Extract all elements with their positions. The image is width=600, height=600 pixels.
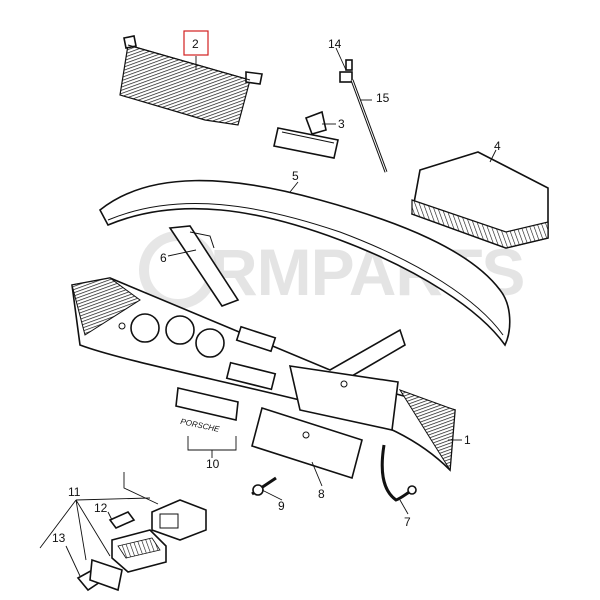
badge-text: PORSCHE [180,417,221,434]
part-8-glovebox-lid [251,406,363,480]
callout-10: 10 [206,457,220,471]
leader-lines [39,47,497,577]
callout-12: 12 [94,501,108,515]
callout-15: 15 [376,91,390,105]
part-15-rod [350,79,388,173]
highlight-box [183,30,209,56]
part-10-badge: PORSCHE [175,387,239,451]
callout-14: 14 [328,37,342,51]
callout-5: 5 [292,169,299,183]
part-4-glovebox-insert [411,151,549,249]
callout-8: 8 [318,487,325,501]
part-13-knob [76,558,123,592]
callout-6: 6 [160,251,167,265]
part-7-cable [380,444,417,502]
part-3-mirror [273,110,339,159]
part-2-sun-visor [119,35,263,126]
part-11-ashtray-housing [151,499,207,541]
callout-4: 4 [494,139,501,153]
part-ashtray [111,529,167,573]
callout-9: 9 [278,499,285,513]
callout-13: 13 [52,531,66,545]
part-5-crash-pad [98,179,511,347]
callout-2: 2 [192,37,199,51]
callout-1: 1 [464,433,471,447]
callout-11: 11 [68,485,81,499]
callout-7: 7 [404,515,411,529]
part-1-dashboard [71,277,456,472]
part-14-clip [339,59,353,83]
part-6-bracket [168,225,240,307]
callout-3: 3 [338,117,345,131]
callout-labels: 2 14 15 3 4 5 6 1 8 9 7 10 11 12 13 [52,30,501,545]
part-9-lock [251,476,277,496]
part-12-spring [108,511,136,529]
